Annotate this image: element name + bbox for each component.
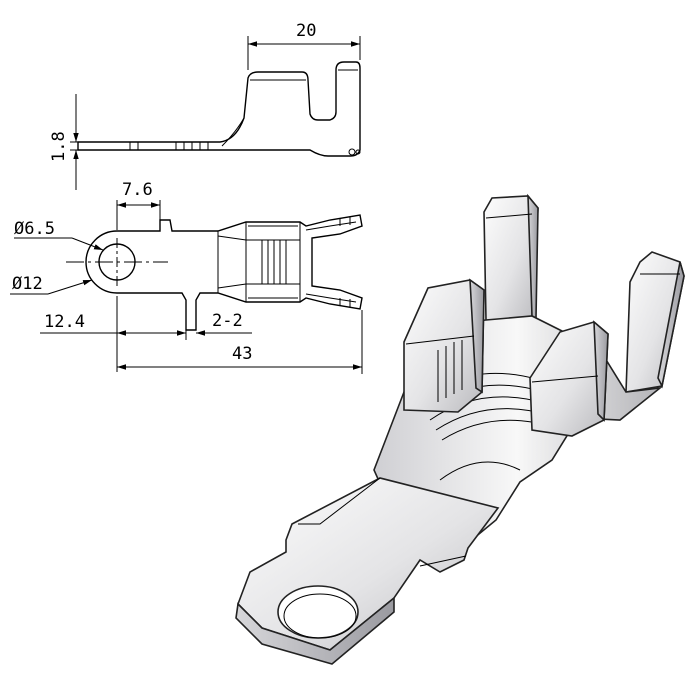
isometric-view: [235, 193, 685, 665]
top-view: 7.6 Ø6.5 Ø12 12.4 2-2 43: [10, 180, 363, 374]
dim-neck-width: 2-2: [212, 311, 243, 331]
dim-overall-length: 43: [232, 344, 252, 364]
dim-width-top: 20: [296, 21, 316, 41]
dim-thickness: 1.8: [49, 131, 69, 162]
dim-hole-diameter: Ø6.5: [14, 219, 55, 239]
dim-ring-diameter: Ø12: [12, 274, 43, 294]
side-view-outline: [77, 61, 361, 157]
dim-neck-position: 12.4: [44, 312, 85, 332]
side-view: 20 1.8: [49, 21, 361, 190]
dim-ring-offset: 7.6: [122, 180, 153, 200]
